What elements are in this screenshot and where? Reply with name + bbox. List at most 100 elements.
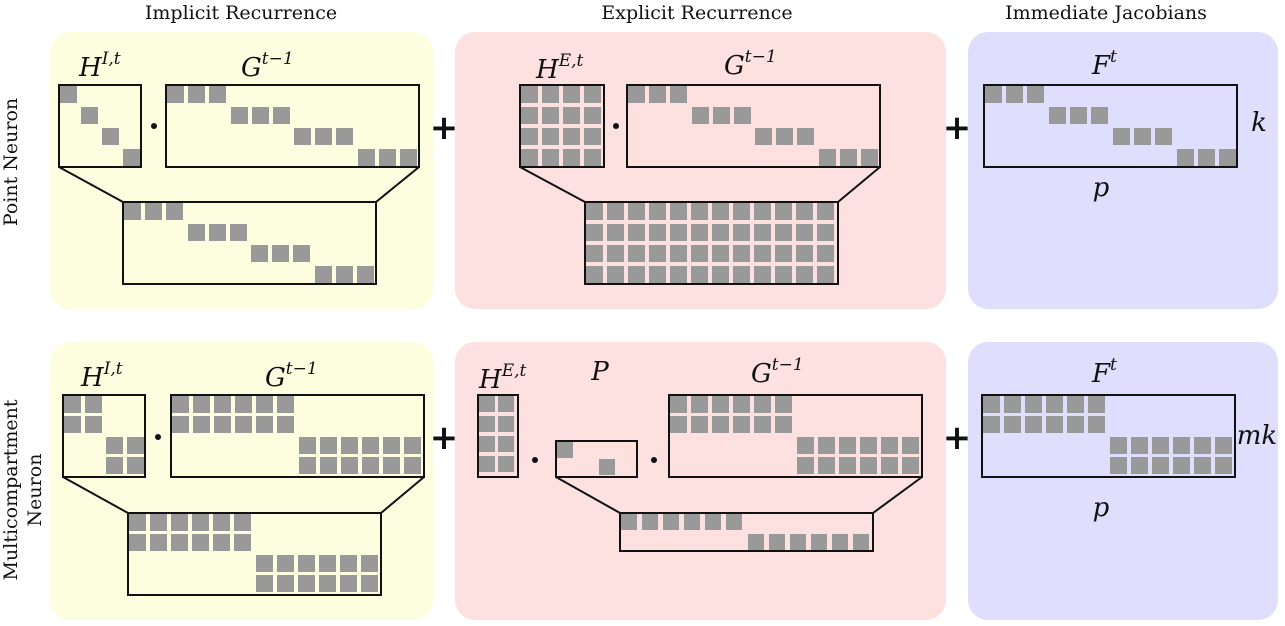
cell-res-exp-point — [586, 203, 603, 220]
cell-F-multi — [1131, 437, 1148, 454]
cell-res-exp-point — [712, 266, 729, 283]
cell-G-imp-point — [379, 149, 396, 166]
cell-res-imp-point — [124, 203, 141, 220]
cell-res-exp-point — [796, 203, 813, 220]
cell-res-exp-point — [796, 245, 813, 262]
cell-F-point — [1070, 107, 1087, 124]
cell-F-point — [1219, 149, 1236, 166]
cell-res-imp-multi — [171, 514, 188, 531]
cell-F-multi — [1194, 457, 1211, 474]
cell-G-imp-multi — [383, 437, 400, 454]
cell-F-point — [1027, 86, 1044, 103]
cell-F-point — [985, 86, 1002, 103]
cell-HI-multi — [127, 457, 144, 474]
panel-implicit-point — [50, 32, 433, 309]
cell-res-exp-point — [775, 245, 792, 262]
cell-res-exp-point — [607, 203, 624, 220]
cell-res-exp-point — [754, 266, 771, 283]
cell-HE-multi — [479, 436, 495, 452]
cell-F-point — [1155, 128, 1172, 145]
cell-res-imp-multi — [277, 575, 294, 592]
cell-HE-point — [584, 107, 601, 124]
matrix-F-multi — [981, 394, 1236, 478]
cell-res-imp-multi — [340, 575, 357, 592]
cell-F-multi — [1046, 396, 1063, 413]
cell-res-exp-multi — [642, 514, 658, 530]
cell-res-imp-point — [336, 266, 353, 283]
cell-res-imp-multi — [298, 555, 315, 572]
cell-res-exp-point — [733, 266, 750, 283]
cell-res-imp-multi — [150, 534, 167, 551]
cell-G-imp-multi — [404, 457, 421, 474]
dot-operator-implicit-point — [151, 123, 157, 129]
cell-res-imp-point — [166, 203, 183, 220]
cell-G-exp-multi — [712, 416, 729, 433]
cell-res-imp-multi — [319, 575, 336, 592]
cell-res-exp-point — [670, 203, 687, 220]
cell-G-exp-multi — [733, 416, 750, 433]
cell-G-imp-multi — [214, 416, 231, 433]
column-title-implicit: Implicit Recurrence — [145, 2, 337, 24]
cell-HE-point — [584, 128, 601, 145]
cell-res-imp-multi — [192, 534, 209, 551]
matrix-result-explicit-multi — [619, 512, 874, 552]
cell-P — [599, 459, 615, 475]
cell-F-multi — [1088, 416, 1105, 433]
cell-res-exp-point — [712, 245, 729, 262]
cell-res-imp-multi — [213, 534, 230, 551]
cell-G-imp-multi — [172, 416, 189, 433]
cell-res-imp-multi — [361, 575, 378, 592]
cell-G-imp-multi — [341, 457, 358, 474]
cell-HE-point — [563, 86, 580, 103]
cell-F-point — [1134, 128, 1151, 145]
cell-HI-point — [102, 128, 119, 145]
cell-HE-point — [542, 107, 559, 124]
dimension-mk: mk — [1237, 421, 1277, 451]
cell-G-exp-point — [628, 86, 645, 103]
cell-G-exp-multi — [797, 437, 814, 454]
cell-G-imp-point — [294, 128, 311, 145]
cell-F-multi — [983, 416, 1000, 433]
label-F-multi: Ft — [1091, 355, 1117, 389]
label-G-implicit-multi: Gt−1 — [265, 359, 318, 393]
cell-res-imp-multi — [234, 534, 251, 551]
cell-HE-point — [563, 149, 580, 166]
cell-HE-multi — [479, 416, 495, 432]
cell-F-point — [1006, 86, 1023, 103]
cell-G-imp-multi — [193, 396, 210, 413]
cell-res-exp-point — [607, 266, 624, 283]
label-H-I-point: HI,t — [78, 49, 121, 83]
cell-G-imp-multi — [214, 396, 231, 413]
cell-HE-multi — [498, 396, 514, 412]
cell-G-exp-point — [776, 128, 793, 145]
cell-res-exp-point — [691, 266, 708, 283]
matrix-G-explicit-point — [626, 84, 881, 168]
cell-G-exp-multi — [839, 457, 856, 474]
cell-G-exp-multi — [670, 396, 687, 413]
cell-F-multi — [1215, 457, 1232, 474]
matrix-H-I-multi — [62, 394, 146, 478]
cell-res-exp-point — [733, 224, 750, 241]
cell-G-exp-multi — [670, 416, 687, 433]
row-title-multicompartment: Multicompartment — [0, 399, 22, 580]
cell-G-imp-multi — [193, 416, 210, 433]
cell-res-exp-multi — [790, 534, 806, 550]
cell-HE-point — [521, 107, 538, 124]
cell-HE-point — [542, 149, 559, 166]
cell-P — [557, 442, 573, 458]
cell-G-exp-multi — [754, 396, 771, 413]
cell-res-imp-point — [230, 224, 247, 241]
cell-HE-multi — [498, 416, 514, 432]
cell-HI-multi — [106, 457, 123, 474]
cell-F-multi — [1088, 396, 1105, 413]
cell-G-exp-multi — [754, 416, 771, 433]
cell-res-imp-multi — [129, 514, 146, 531]
cell-res-imp-point — [315, 266, 332, 283]
row-title-neuron: Neuron — [24, 454, 46, 527]
cell-res-exp-point — [628, 266, 645, 283]
cell-G-imp-multi — [172, 396, 189, 413]
cell-G-imp-multi — [404, 437, 421, 454]
cell-res-imp-multi — [129, 534, 146, 551]
cell-HI-multi — [85, 416, 102, 433]
cell-G-exp-multi — [797, 457, 814, 474]
